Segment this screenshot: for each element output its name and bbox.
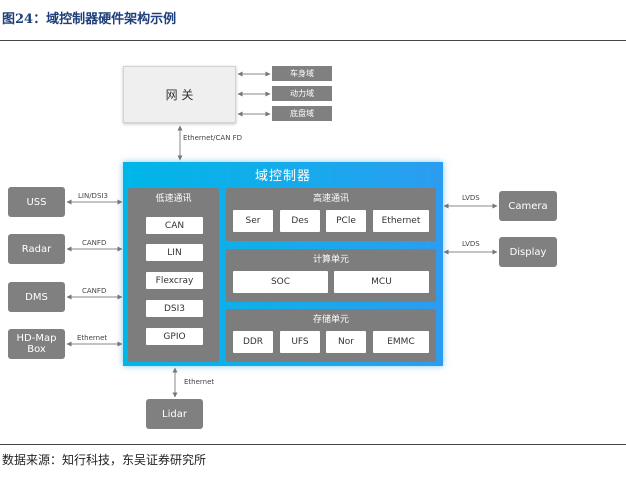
pcie-box: PCle: [326, 210, 366, 232]
ethernet-box: Ethernet: [373, 210, 429, 232]
uss-link-label: LIN/DSI3: [78, 192, 108, 200]
dsi3-box: DSI3: [146, 300, 203, 317]
mcu-box: MCU: [334, 271, 429, 293]
flexcray-box: Flexcray: [146, 272, 203, 289]
power-domain-box: 动力域: [272, 86, 332, 101]
display-box: Display: [499, 237, 557, 267]
ser-box: Ser: [233, 210, 273, 232]
uss-box: USS: [8, 187, 65, 217]
hdmap-box: HD-Map Box: [8, 329, 65, 359]
radar-box: Radar: [8, 234, 65, 264]
storage-title: 存储单元: [312, 315, 349, 325]
hdmap-link-label: Ethernet: [77, 334, 108, 342]
bottom-divider: [0, 444, 626, 445]
top-divider: [0, 40, 626, 41]
low-speed-title: 低速通讯: [155, 194, 192, 204]
camera-box: Camera: [499, 191, 557, 221]
dms-link-label: CANFD: [82, 287, 107, 295]
chassis-domain-box: 底盘域: [272, 106, 332, 121]
gateway-box: 网 关: [123, 66, 236, 123]
ddr-box: DDR: [233, 331, 273, 353]
source-note: 数据来源：知行科技，东吴证券研究所: [2, 453, 207, 467]
lidar-link-label: Ethernet: [184, 378, 215, 386]
gateway-label: 网 关: [165, 88, 194, 102]
controller-title: 域控制器: [254, 169, 311, 184]
gateway-link-label: Ethernet/CAN FD: [183, 134, 243, 142]
camera-link-label: LVDS: [462, 194, 480, 202]
body-domain-box: 车身域: [272, 66, 332, 81]
compute-title: 计算单元: [312, 255, 349, 265]
figure-title: 图24：域控制器硬件架构示例: [2, 12, 177, 27]
can-box: CAN: [146, 217, 203, 234]
radar-link-label: CANFD: [82, 239, 107, 247]
dms-box: DMS: [8, 282, 65, 312]
emmc-box: EMMC: [373, 331, 429, 353]
high-speed-title: 高速通讯: [312, 194, 349, 204]
nor-box: Nor: [326, 331, 366, 353]
gpio-box: GPIO: [146, 328, 203, 345]
des-box: Des: [280, 210, 320, 232]
ufs-box: UFS: [280, 331, 320, 353]
soc-box: SOC: [233, 271, 328, 293]
lidar-box: Lidar: [146, 399, 203, 429]
lin-box: LIN: [146, 244, 203, 261]
display-link-label: LVDS: [462, 240, 480, 248]
